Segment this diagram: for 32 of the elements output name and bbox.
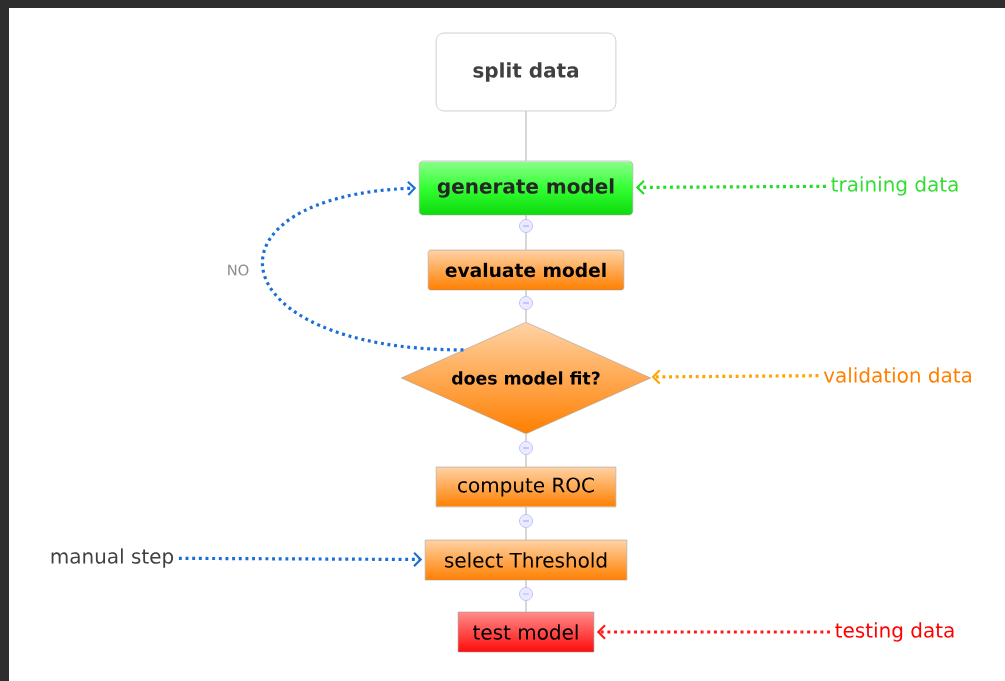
connector-line xyxy=(525,309,527,323)
collapse-icon xyxy=(519,219,533,233)
connector-line xyxy=(525,579,527,588)
process-box: split data xyxy=(435,32,617,112)
input-label: testing data xyxy=(835,622,954,642)
loop-arrow xyxy=(261,180,464,352)
arrow xyxy=(651,369,819,385)
process-box: generate model xyxy=(418,160,634,216)
connector-line xyxy=(525,232,527,251)
edge-label: NO xyxy=(225,263,251,277)
input-label: manual step xyxy=(51,548,174,568)
process-box: select Threshold xyxy=(424,539,628,581)
connector-line xyxy=(525,214,527,220)
collapse-icon xyxy=(519,441,533,455)
connector-line xyxy=(525,454,527,468)
collapse-icon xyxy=(519,514,533,528)
process-box: test model xyxy=(457,611,595,653)
connector-line xyxy=(525,506,527,515)
connector-line xyxy=(525,600,527,613)
collapse-icon xyxy=(519,587,533,601)
connector-line xyxy=(525,527,527,541)
input-label: training data xyxy=(831,176,958,196)
input-label: validation data xyxy=(823,367,972,383)
connector-line xyxy=(525,110,527,162)
collapse-icon xyxy=(519,296,533,310)
process-box: compute ROC xyxy=(435,466,617,508)
connector-line xyxy=(525,433,527,442)
connector-line xyxy=(525,289,527,297)
arrow xyxy=(178,552,423,567)
arrow xyxy=(596,624,830,640)
arrow xyxy=(635,179,826,195)
process-box: evaluate model xyxy=(427,249,625,291)
